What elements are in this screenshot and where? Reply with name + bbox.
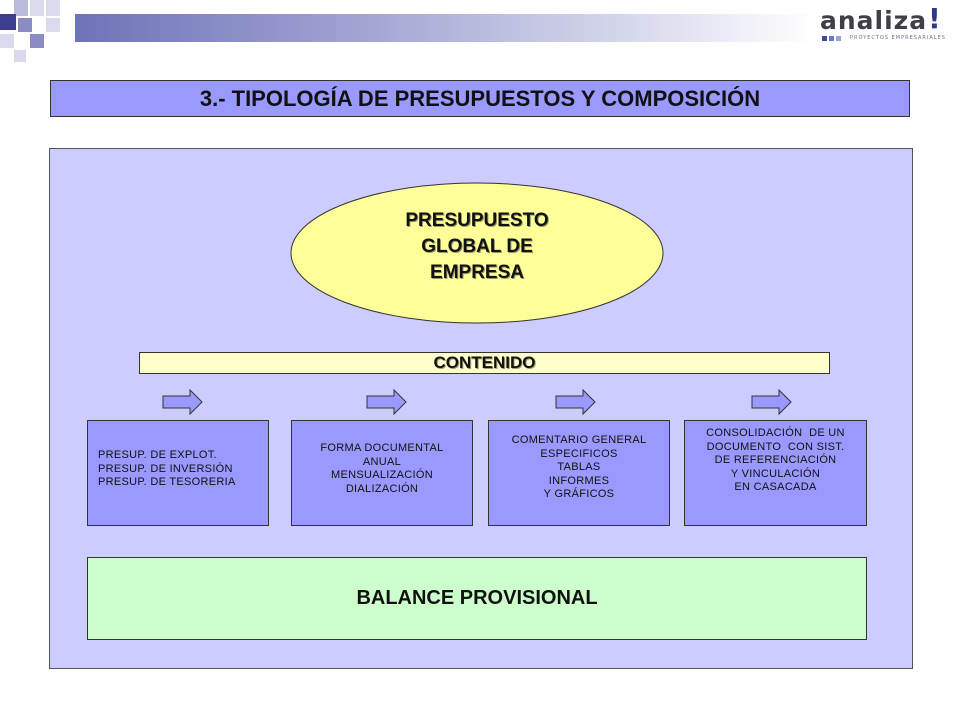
header-gradient-bar — [75, 14, 815, 42]
box-line: FORMA DOCUMENTAL — [320, 442, 444, 454]
box-line: CONSOLIDACIÓN DE UN — [706, 427, 845, 439]
box-line: DE REFERENCIACIÓN — [714, 454, 837, 466]
decor-square — [18, 18, 32, 32]
central-node-line: EMPRESA — [430, 262, 524, 283]
decor-square — [0, 34, 14, 48]
central-node-line: PRESUPUESTO — [405, 210, 549, 231]
right-arrow-icon — [751, 388, 792, 416]
box-line: DIALIZACIÓN — [345, 482, 419, 495]
decor-square — [30, 34, 44, 48]
box-line: ESPECIFICOS — [540, 447, 618, 460]
box-line: EN CASACADA — [734, 481, 817, 493]
corner-decoration — [0, 0, 90, 70]
right-arrow-icon — [366, 388, 407, 416]
decor-square — [0, 14, 16, 30]
logo-wordmark: analiza — [820, 6, 928, 35]
box-presupuestos: PRESUP. DE EXPLOT. PRESUP. DE INVERSIÓN … — [87, 420, 269, 526]
central-node-line: GLOBAL DE — [421, 236, 533, 257]
box-comentario: COMENTARIO GENERAL ESPECIFICOS TABLAS IN… — [488, 420, 670, 526]
box-line: INFORMES — [548, 474, 610, 487]
box-line: DOCUMENTO CON SIST. — [706, 440, 845, 453]
logo-exclamation: ! — [928, 2, 941, 35]
logo-dots-icon — [822, 36, 846, 42]
decor-square — [30, 0, 44, 16]
balance-provisional-box: BALANCE PROVISIONAL — [87, 557, 867, 640]
contenido-bar: CONTENIDO — [139, 352, 830, 374]
box-line: COMENTARIO GENERAL — [511, 434, 647, 446]
right-arrow-icon — [555, 388, 596, 416]
box-line: PRESUP. DE INVERSIÓN — [98, 462, 233, 475]
central-node-label: PRESUPUESTO GLOBAL DE EMPRESA — [289, 208, 665, 286]
slide-title: 3.- TIPOLOGÍA DE PRESUPUESTOS Y COMPOSIC… — [50, 80, 910, 117]
right-arrow-icon — [162, 388, 203, 416]
central-ellipse — [290, 182, 664, 324]
box-line: TABLAS — [557, 461, 601, 473]
analiza-logo: analiza ! PROYECTOS EMPRESARIALES — [820, 2, 955, 46]
box-consolidacion: CONSOLIDACIÓN DE UN DOCUMENTO CON SIST. … — [684, 420, 867, 526]
decor-square — [14, 0, 28, 16]
box-line: ANUAL — [362, 455, 402, 468]
box-forma-documental: FORMA DOCUMENTAL ANUAL MENSUALIZACIÓN DI… — [291, 420, 473, 526]
box-line: MENSUALIZACIÓN — [331, 469, 433, 481]
logo-tagline: PROYECTOS EMPRESARIALES — [850, 35, 946, 41]
decor-square — [46, 0, 60, 16]
decor-square — [14, 50, 26, 62]
box-line: Y VINCULACIÓN — [730, 467, 821, 480]
box-line: Y GRÁFICOS — [543, 488, 615, 500]
decor-square — [46, 18, 60, 32]
box-line: PRESUP. DE TESORERIA — [98, 476, 236, 488]
box-line: PRESUP. DE EXPLOT. — [98, 449, 217, 461]
